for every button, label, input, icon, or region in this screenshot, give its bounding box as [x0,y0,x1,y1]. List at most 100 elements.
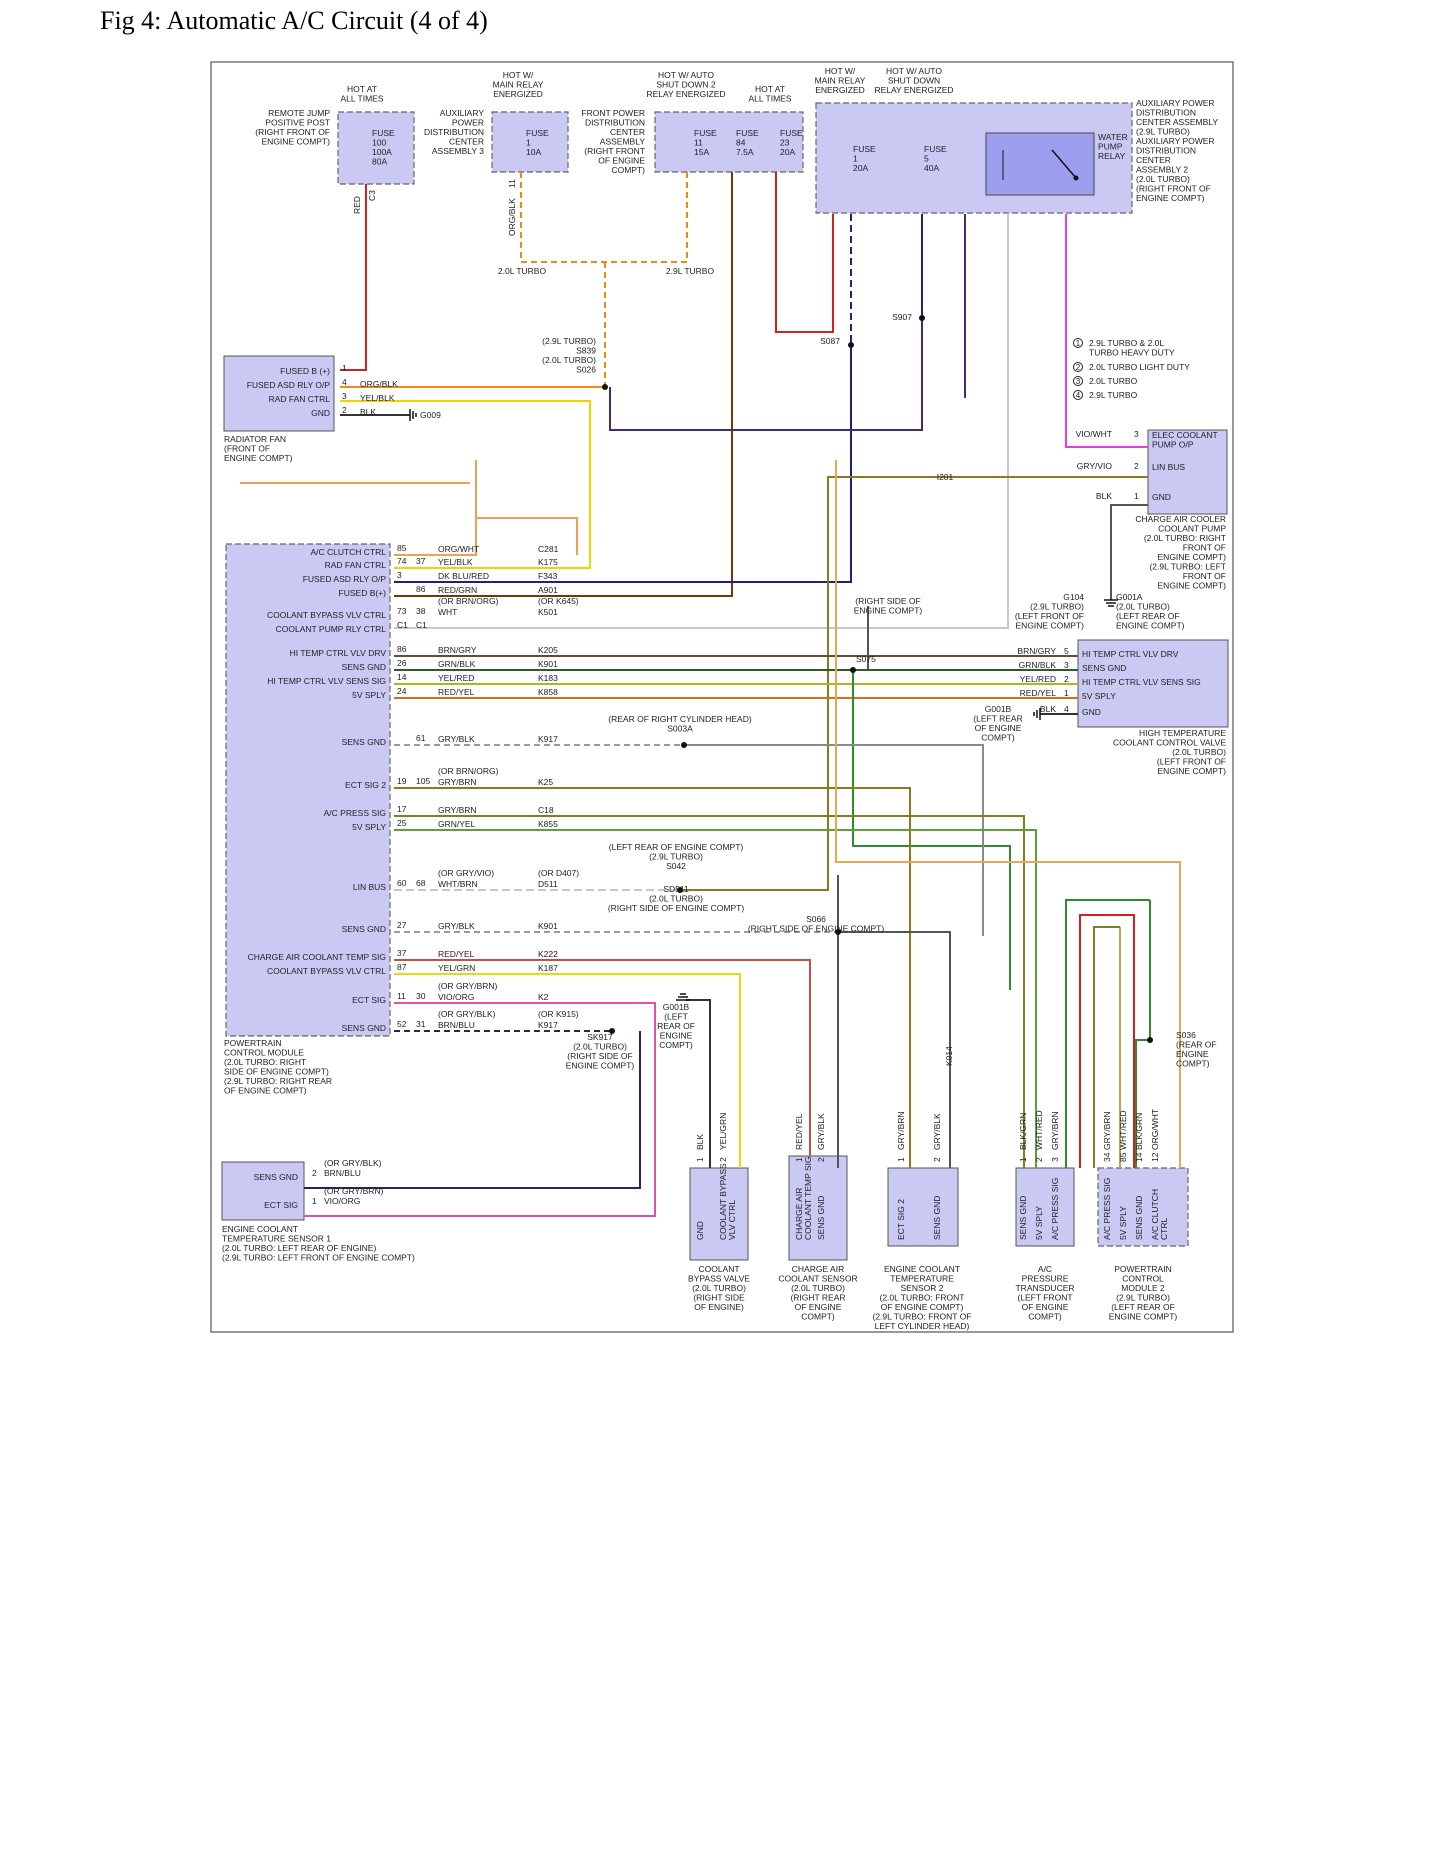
splice-s075 [850,667,856,673]
ect1-pin-num: 1 [312,1196,317,1206]
pcm-pin-circ: K917 [538,1020,558,1030]
pcm-pin-b: 30 [416,991,426,1001]
legend-num: 3 [1076,377,1081,386]
relay-contacts [1002,149,1079,181]
bottom-pin-num: 14 [1134,1152,1144,1162]
fan-pin-wire: YEL/BLK [360,393,395,403]
legend-text: 2.0L TURBO [1089,376,1138,386]
htcv-pin-label: HI TEMP CTRL VLV SENS SIG [1082,677,1201,687]
bottom-pin-wire: BLK/GRN [1018,1113,1028,1150]
pcm-pin-wire: GRY/BLK [438,734,475,744]
htcv-pin-num: 1 [1064,688,1069,698]
pcm-pin-wire: YEL/RED [438,673,474,683]
pcm-pin-a: 37 [397,948,407,958]
ect1-pin-wire: BRN/BLU [324,1168,361,1178]
pump-pin-wire: VIO/WHT [1076,429,1112,439]
splice-s042 [677,887,683,893]
pcm-pin-a: 19 [397,776,407,786]
water-pump-relay [985,132,1095,196]
pcm-pin-wire: VIO/ORG [438,992,474,1002]
pcm-pin-wire: WHT [438,607,457,617]
bottom-pin-wire: RED/YEL [794,1113,804,1150]
htcv-pin-wire: BRN/GRY [1017,646,1056,656]
pcm-pin-wire: BRN/BLU [438,1020,475,1030]
fan-pin-label: FUSED B (+) [280,366,330,376]
bottom-pin-wire: ORG/WHT [1150,1109,1160,1150]
bottom-pin-num: 2 [1034,1157,1044,1162]
legend-num: 4 [1076,391,1081,400]
legend-num: 2 [1076,363,1081,372]
pcm-pin-label: 5V SPLY [352,690,386,700]
pcm-pin-circ: F343 [538,571,558,581]
ground-symbol-g001b-2 [676,993,690,1001]
splice-label-s003a: (REAR OF RIGHT CYLINDER HEAD)S003A [608,714,752,734]
ect1-pin-label: SENS GND [254,1172,298,1182]
remote-jump-fuse-box [337,111,415,185]
wire-g001b-gnd [686,999,711,1168]
splice-s907 [919,315,925,321]
pcm-pin-alt: (OR BRN/ORG) [438,596,499,606]
pcm-pin-a: 86 [397,644,407,654]
turbo-label: 2.0L TURBO [498,266,547,276]
pcm-pin-label: COOLANT BYPASS VLV CTRL [267,966,386,976]
htcv-pin-num: 3 [1064,660,1069,670]
splice-label-sd511: SD511(2.0L TURBO)(RIGHT SIDE OF ENGINE C… [608,884,744,913]
pcm-pin-wire: DK BLU/RED [438,571,489,581]
pump-pin-wire: GRY/VIO [1077,461,1113,471]
bottom-pin-num: 2 [932,1157,942,1162]
splice-s003a [681,742,687,748]
ect-sensor-1 [221,1161,305,1221]
pcm-pin-a: 25 [397,818,407,828]
fan-pin-num: 2 [342,405,347,415]
pcm-pin-wire: RED/YEL [438,687,475,697]
pcm-pin-circ: K175 [538,557,558,567]
bottom-pin-label: GND [695,1221,705,1240]
bottom-pin-wire: GRY/BRN [1050,1111,1060,1150]
legend-marker [1073,390,1083,400]
figure-title: Fig 4: Automatic A/C Circuit (4 of 4) [100,6,488,35]
pcm-pin-a: 85 [397,543,407,553]
fan-pin-num: 1 [342,363,347,373]
bottom-pin-num: 34 [1102,1152,1112,1162]
pump-pin-label: GND [1152,492,1171,502]
bottom-pin-wire: GRY/BLK [932,1113,942,1150]
bottom-pin-num: 85 [1118,1152,1128,1162]
pcm-pin-a: 14 [397,672,407,682]
pump-pin-num: 1 [1134,491,1139,501]
pcm-pin-circ: K187 [538,963,558,973]
fan-pin-label: RAD FAN CTRL [269,394,331,404]
pcm-pin-alt2: (OR K645) [538,596,579,606]
htcv-pin-wire: BLK [1040,704,1056,714]
splice-label-s839: (2.9L TURBO)S839(2.0L TURBO)S026 [542,336,596,375]
bottom-pin-wire: WHT/RED [1118,1110,1128,1150]
pcm-pin-label: CHARGE AIR COOLANT TEMP SIG [248,952,386,962]
bottom-pin-wire: GRY/BLK [816,1113,826,1150]
aux-pdc3-fuse-box [491,111,569,173]
pcm-pin-b: 37 [416,556,426,566]
bottom-pin-num: 1 [1018,1157,1028,1162]
pcm-pin-circ: K858 [538,687,558,697]
pcm-pin-circ: K501 [538,607,558,617]
bottom-pin-num: 12 [1150,1152,1160,1162]
pump-pin-label: LIN BUS [1152,462,1185,472]
radiator-fan-module [223,355,335,432]
pcm-pin-wire: YEL/BLK [438,557,473,567]
ground-symbol-g104 [1104,599,1118,607]
splice-label-s075: S075 [856,654,876,664]
pcm-pin-label: A/C CLUTCH CTRL [310,547,386,557]
wire-org-blk-1 [520,172,605,263]
